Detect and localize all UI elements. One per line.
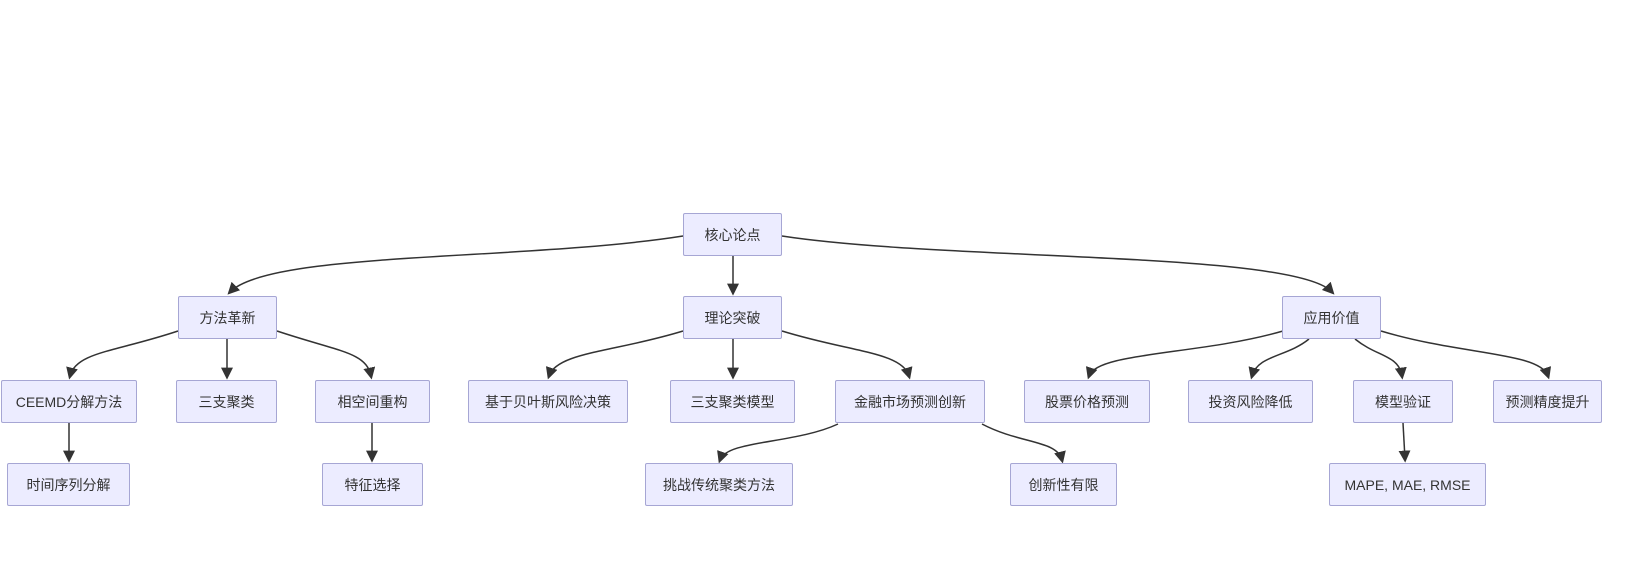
node-three-way-clustering-model: 三支聚类模型 (670, 380, 795, 423)
edge-application-value-to-accuracy-improvement (1380, 330, 1552, 380)
node-financial-market-prediction-innovation: 金融市场预测创新 (835, 380, 985, 423)
edge-method-innovation-to-phase-space (276, 330, 376, 380)
edge-method-innovation-to-ceemd (66, 330, 179, 380)
node-ceemd-decomposition: CEEMD分解方法 (1, 380, 137, 423)
edge-application-value-to-stock-prediction (1086, 330, 1284, 380)
node-model-validation: 模型验证 (1353, 380, 1453, 423)
edge-application-value-to-risk-reduction (1248, 338, 1310, 380)
edge-application-value-to-model-validation (1354, 338, 1407, 380)
node-time-series-decomposition: 时间序列分解 (7, 463, 130, 506)
node-three-way-clustering: 三支聚类 (176, 380, 277, 423)
edge-market-innovation-to-limited-innovation (981, 423, 1066, 464)
edge-core-thesis-to-application-value (781, 235, 1335, 295)
node-stock-price-prediction: 股票价格预测 (1024, 380, 1150, 423)
node-limited-innovation: 创新性有限 (1010, 463, 1117, 506)
edge-model-validation-to-metrics (1398, 422, 1411, 463)
edge-theory-breakthrough-to-bayesian (545, 330, 684, 380)
node-metrics: MAPE, MAE, RMSE (1329, 463, 1486, 506)
node-method-innovation: 方法革新 (178, 296, 277, 339)
edge-core-thesis-to-method-innovation (227, 235, 684, 295)
node-investment-risk-reduction: 投资风险降低 (1188, 380, 1313, 423)
edge-market-innovation-to-challenge-clustering (717, 423, 839, 464)
node-prediction-accuracy-improvement: 预测精度提升 (1493, 380, 1602, 423)
node-bayesian-risk-decision: 基于贝叶斯风险决策 (468, 380, 628, 423)
node-application-value: 应用价值 (1282, 296, 1381, 339)
node-core-thesis: 核心论点 (683, 213, 782, 256)
node-theory-breakthrough: 理论突破 (683, 296, 782, 339)
node-phase-space-reconstruction: 相空间重构 (315, 380, 430, 423)
node-feature-selection: 特征选择 (322, 463, 423, 506)
edge-theory-breakthrough-to-market-innovation (781, 330, 913, 380)
node-challenge-traditional-clustering: 挑战传统聚类方法 (645, 463, 793, 506)
